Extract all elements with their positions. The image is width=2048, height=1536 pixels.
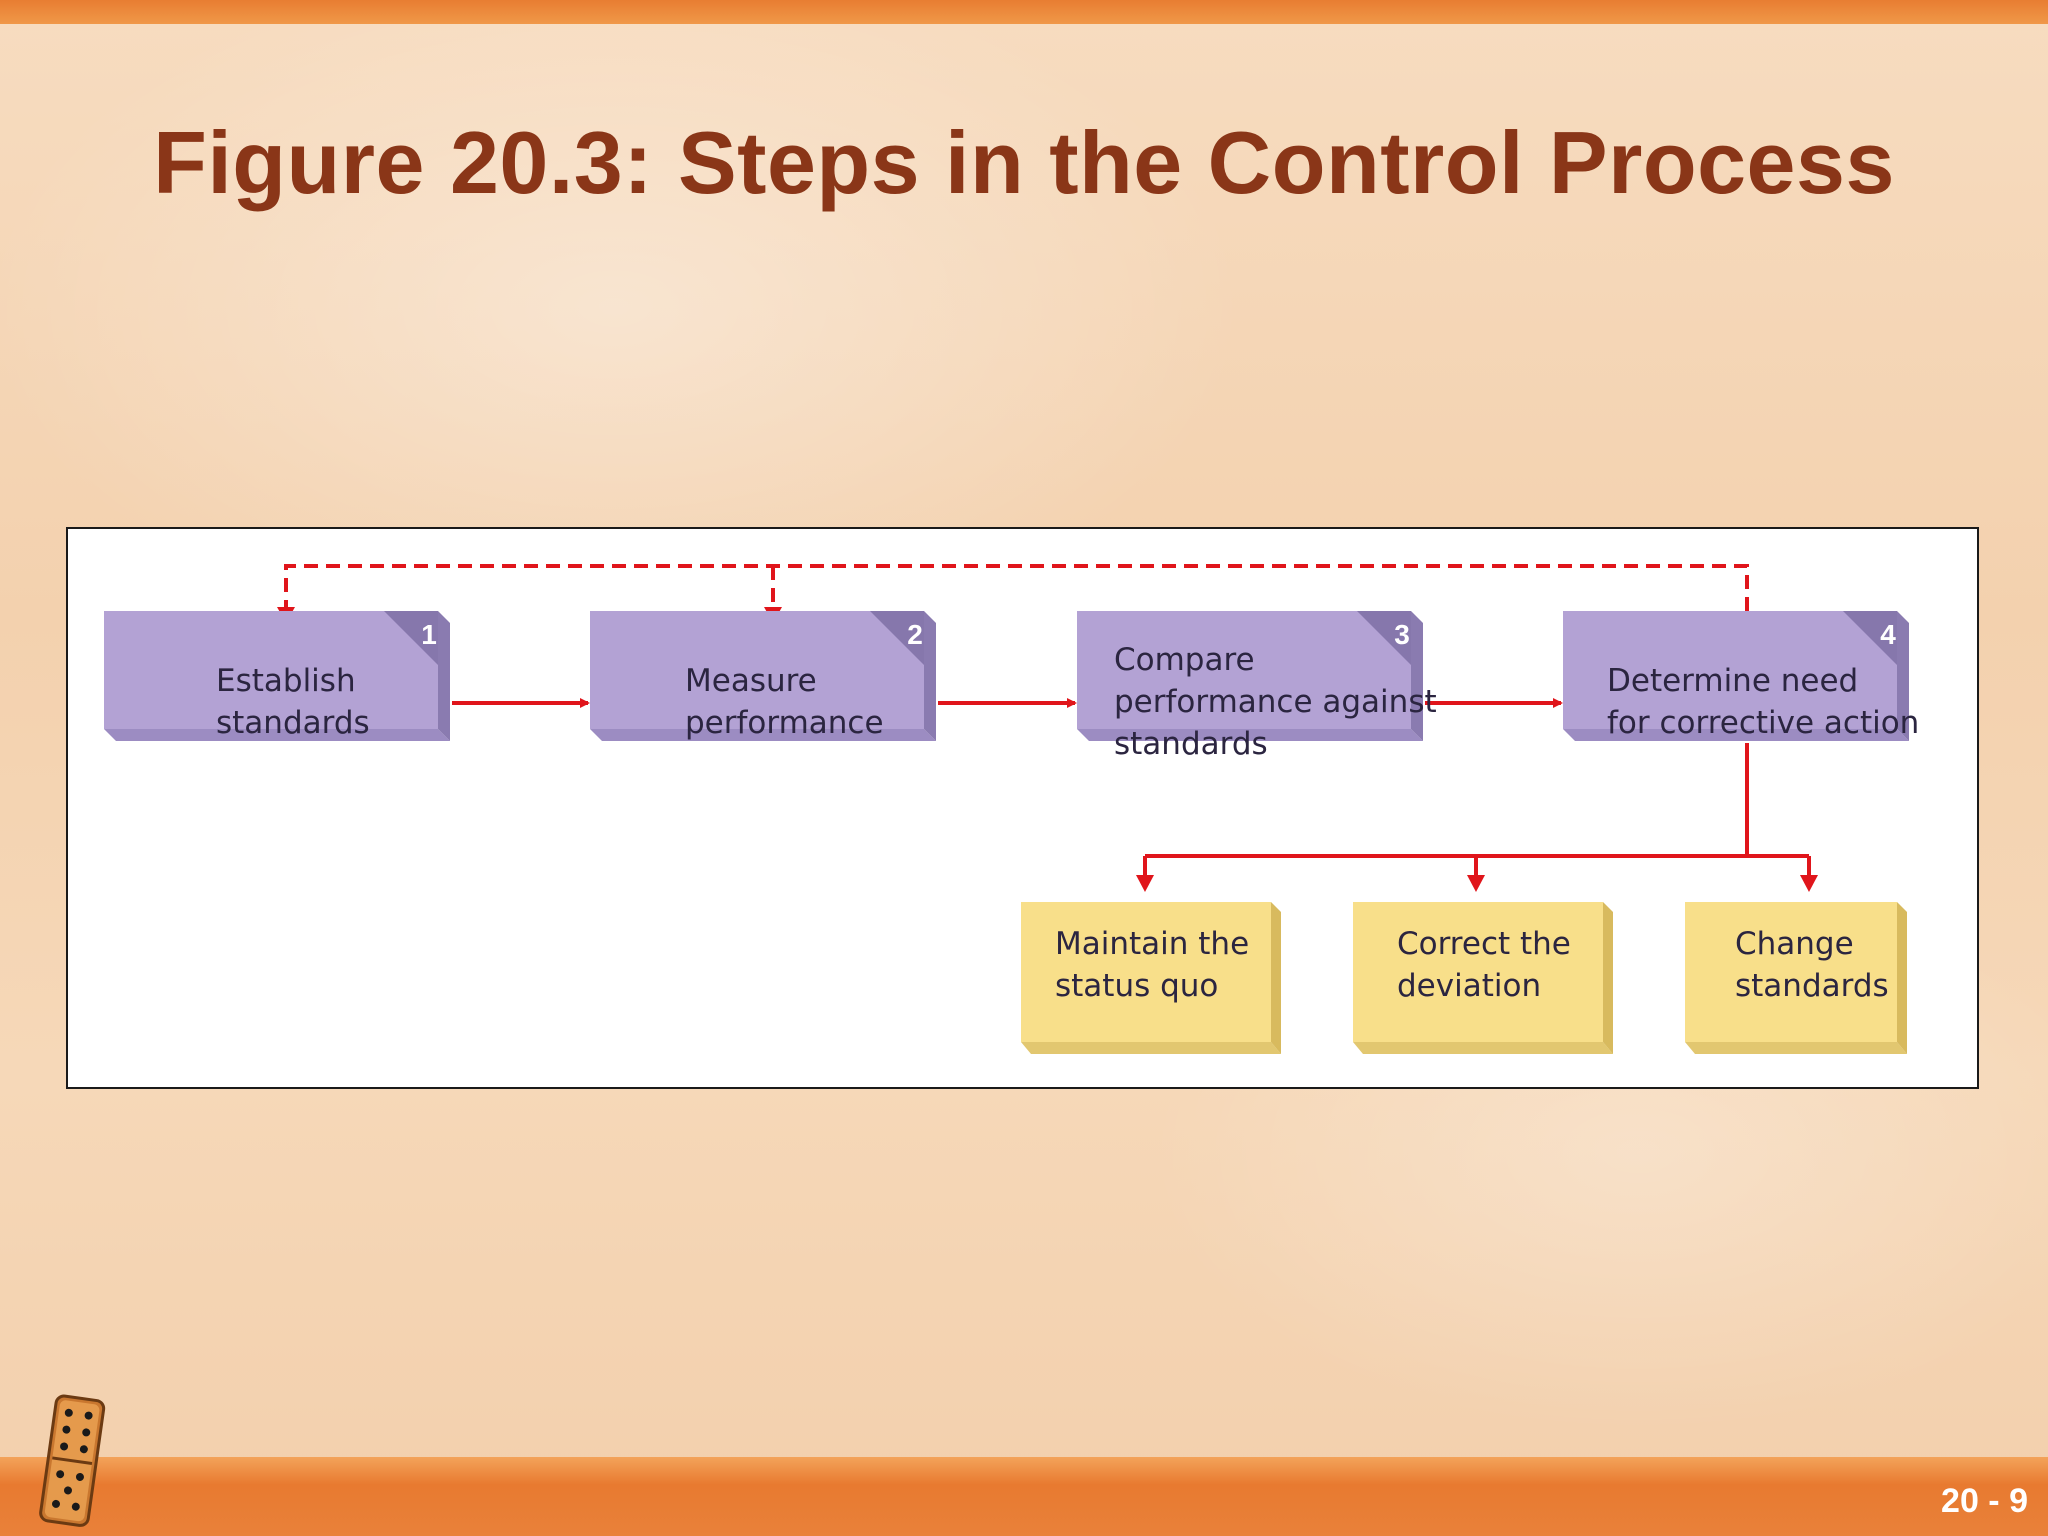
diagram-svg	[104, 564, 1909, 1054]
page-title: Figure 20.3: Steps in the Control Proces…	[153, 113, 1895, 212]
outcome-branches	[1136, 743, 1818, 892]
step-number-2: 2	[907, 619, 923, 650]
domino-icon	[39, 1394, 106, 1527]
arrowhead-outcome-2	[1467, 875, 1485, 892]
step-label-3: Compare performance against standards	[1114, 642, 1437, 762]
outcome-box-2	[1353, 902, 1613, 1054]
arrowhead-outcome-3	[1800, 875, 1818, 892]
step-label-2: Measure performance	[685, 663, 884, 741]
outcome-label-1: Maintain the status quo	[1055, 926, 1250, 1004]
outcome-box-3	[1685, 902, 1907, 1054]
step-label-1: Establish standards	[216, 663, 370, 741]
outcome-box-1	[1021, 902, 1281, 1054]
feedback-loop	[277, 564, 1749, 623]
step-number-3: 3	[1394, 619, 1410, 650]
feedback-dashed-line	[284, 564, 1749, 611]
step-number-4: 4	[1880, 619, 1896, 650]
diagram-panel: 1 2 3 4 Establish standards Measure perf…	[66, 527, 1979, 1089]
arrowhead-outcome-1	[1136, 875, 1154, 892]
step-box-4	[1563, 611, 1909, 741]
step-box-1	[104, 611, 450, 741]
outcome-label-2: Correct the deviation	[1397, 926, 1571, 1004]
step-box-3	[1077, 611, 1423, 741]
step-number-1: 1	[421, 619, 437, 650]
step-label-4: Determine need for corrective action	[1607, 663, 1920, 741]
outcome-label-3: Change standards	[1735, 926, 1889, 1004]
slide-number: 20 - 9	[1941, 1482, 2028, 1520]
top-band	[0, 0, 2048, 24]
step-box-2	[590, 611, 936, 741]
bottom-band	[0, 1457, 2048, 1536]
